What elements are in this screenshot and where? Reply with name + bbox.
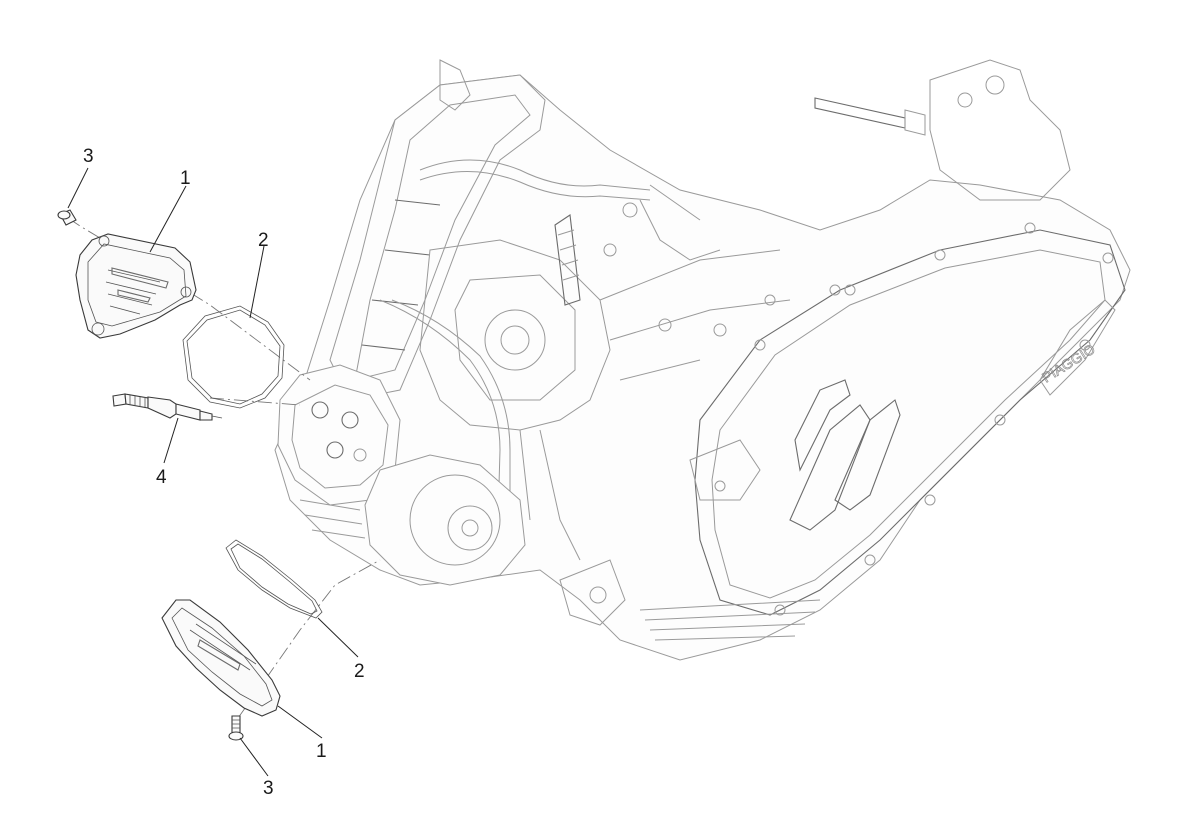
callout-4: 4 — [156, 467, 167, 488]
callout-1-bottom: 1 — [316, 741, 327, 762]
valve-cover-gasket-top — [182, 305, 285, 409]
spark-plug — [112, 393, 223, 421]
callout-2-bottom: 2 — [354, 661, 365, 682]
cover-screw-bottom — [228, 715, 244, 741]
callout-3-top: 3 — [83, 146, 94, 167]
valve-cover-screw-top — [57, 209, 77, 226]
callout-3-bottom: 3 — [263, 778, 274, 799]
cover-bolts — [714, 222, 1114, 616]
engine-assembly-illustration: PIAGGIO — [274, 59, 1131, 661]
leader-lines — [67, 167, 359, 777]
valve-cover-top — [75, 233, 197, 339]
callout-labels: 3 1 2 4 2 1 3 — [83, 146, 365, 799]
callout-2-top: 2 — [258, 230, 269, 251]
cover-bottom — [161, 599, 281, 717]
callout-1-top: 1 — [180, 168, 191, 189]
cover-gasket-bottom — [225, 539, 323, 619]
